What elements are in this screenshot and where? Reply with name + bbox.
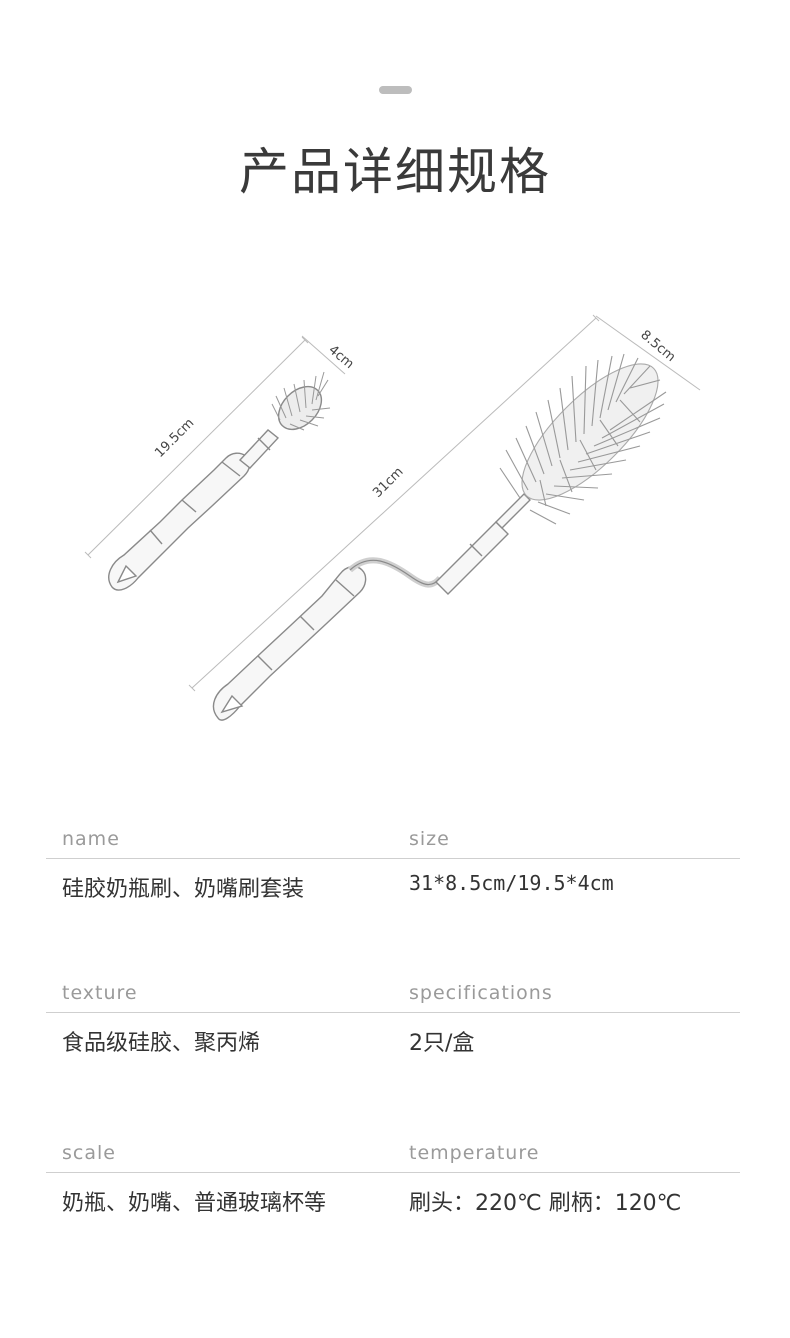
small-brush-dimensions: [84, 335, 346, 559]
spec-key-specifications: specifications: [409, 982, 553, 1004]
spec-row-scale-temperature: scale temperature 奶瓶、奶嘴、普通玻璃杯等 刷头：220℃ 刷…: [46, 1142, 740, 1216]
spec-key-name: name: [62, 828, 120, 850]
spec-row-values: 奶瓶、奶嘴、普通玻璃杯等 刷头：220℃ 刷柄：120℃: [46, 1173, 740, 1216]
spec-value-specifications: 2只/盒: [409, 1031, 475, 1056]
small-brush-drawing: [108, 371, 331, 591]
small-brush-width-label: 4cm: [325, 343, 356, 373]
spec-key-scale: scale: [62, 1142, 116, 1164]
large-brush-length-label: 31cm: [370, 465, 406, 501]
spec-value-size: 31*8.5cm/19.5*4cm: [409, 871, 614, 895]
spec-value-name: 硅胶奶瓶刷、奶嘴刷套装: [62, 877, 305, 902]
spec-value-texture: 食品级硅胶、聚丙烯: [62, 1031, 261, 1056]
large-brush-dimensions: [188, 314, 701, 692]
spec-row-header: texture specifications: [46, 982, 740, 1013]
product-dimension-illustration: 19.5cm 4cm: [0, 300, 790, 740]
spec-key-texture: texture: [62, 982, 138, 1004]
page-title: 产品详细规格: [239, 143, 551, 201]
spec-row-values: 食品级硅胶、聚丙烯 2只/盒: [46, 1013, 740, 1056]
large-brush-drawing: [212, 493, 531, 721]
spec-row-texture-specifications: texture specifications 食品级硅胶、聚丙烯 2只/盒: [46, 982, 740, 1056]
spec-value-scale: 奶瓶、奶嘴、普通玻璃杯等: [62, 1191, 327, 1216]
spec-row-header: name size: [46, 828, 740, 859]
spec-value-temperature: 刷头：220℃ 刷柄：120℃: [409, 1191, 682, 1216]
spec-row-values: 硅胶奶瓶刷、奶嘴刷套装 31*8.5cm/19.5*4cm: [46, 859, 740, 902]
spec-key-size: size: [409, 828, 450, 850]
large-brush-bristles: [499, 353, 667, 525]
spec-row-name-size: name size 硅胶奶瓶刷、奶嘴刷套装 31*8.5cm/19.5*4cm: [46, 828, 740, 902]
spec-row-header: scale temperature: [46, 1142, 740, 1173]
spec-key-temperature: temperature: [409, 1142, 540, 1164]
top-divider-pill: [379, 86, 412, 94]
